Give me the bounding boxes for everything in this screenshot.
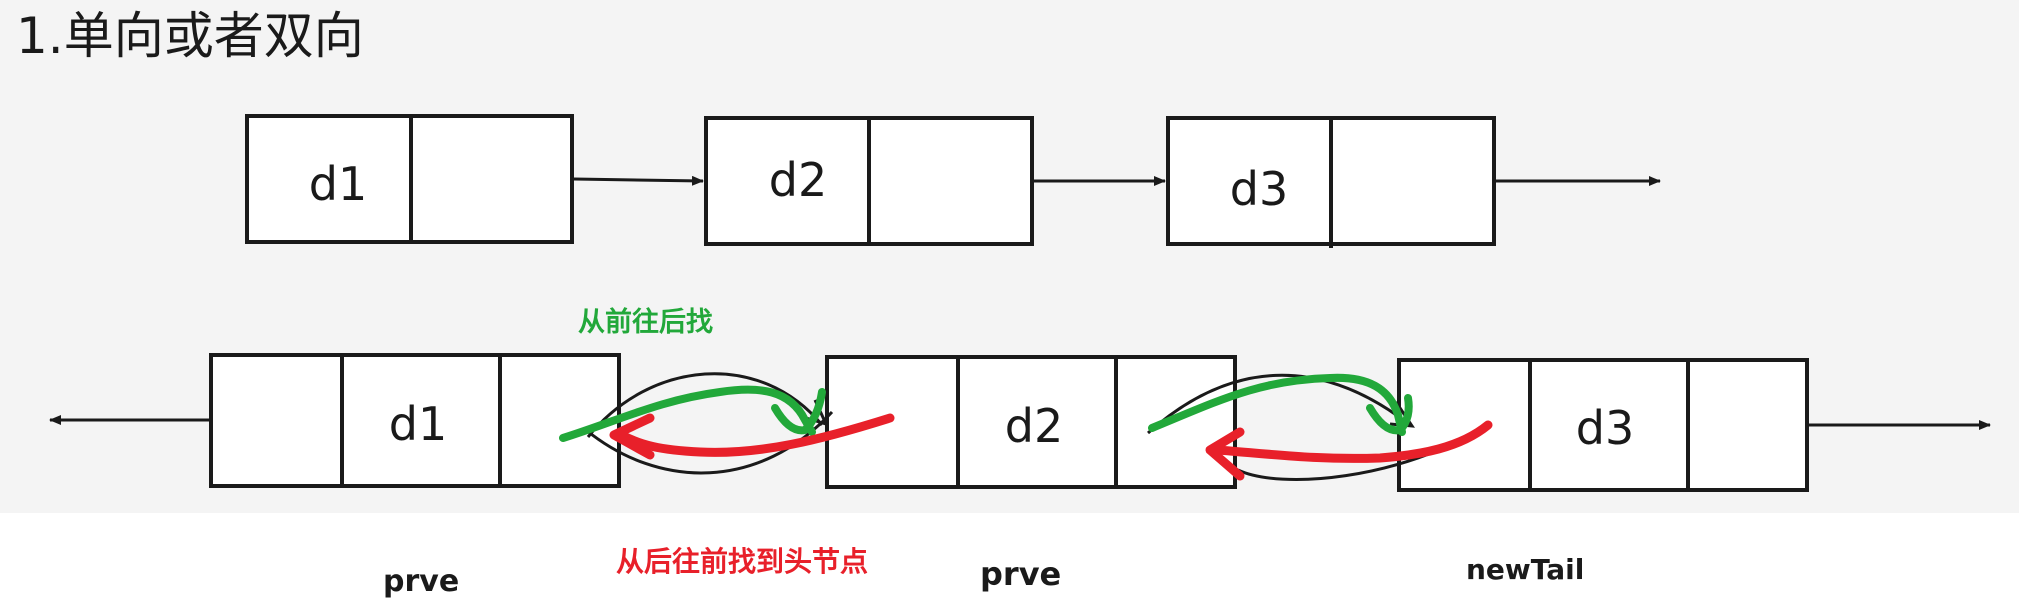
singly-node-d2: d2 <box>704 116 1034 246</box>
doubly-node-d1: d1 <box>209 353 621 488</box>
backward-traversal-strokes <box>609 413 1493 481</box>
singly-node-label: d3 <box>1230 162 1288 216</box>
pointer-label-tail: newTail <box>1466 553 1585 586</box>
next-arrow <box>573 175 704 186</box>
singly-linked-list: d1 d2 d3 <box>245 114 1661 248</box>
backward-traversal-label: 从后往前找到头节点 <box>616 545 869 578</box>
singly-node-label: d2 <box>769 153 827 207</box>
singly-node-d1: d1 <box>245 114 574 244</box>
section-title: 1.单向或者双向 <box>16 7 364 65</box>
doubly-node-label: d2 <box>1005 399 1063 453</box>
pointer-label-prev-1: prve <box>383 564 460 599</box>
doubly-linked-list: d1 d2 d3 <box>49 353 1991 492</box>
doubly-node-label: d1 <box>389 397 447 451</box>
next-link-curve <box>1147 373 1411 435</box>
doubly-node-d3: d3 <box>1397 358 1809 492</box>
next-link-curve <box>586 372 824 438</box>
forward-traversal-label: 从前往后找 <box>578 307 713 338</box>
doubly-node-label: d3 <box>1576 401 1634 455</box>
pointer-label-prev-2: prve <box>980 555 1062 593</box>
forward-traversal-strokes <box>559 373 1413 442</box>
singly-node-d3: d3 <box>1166 116 1496 248</box>
singly-node-label: d1 <box>309 157 367 211</box>
